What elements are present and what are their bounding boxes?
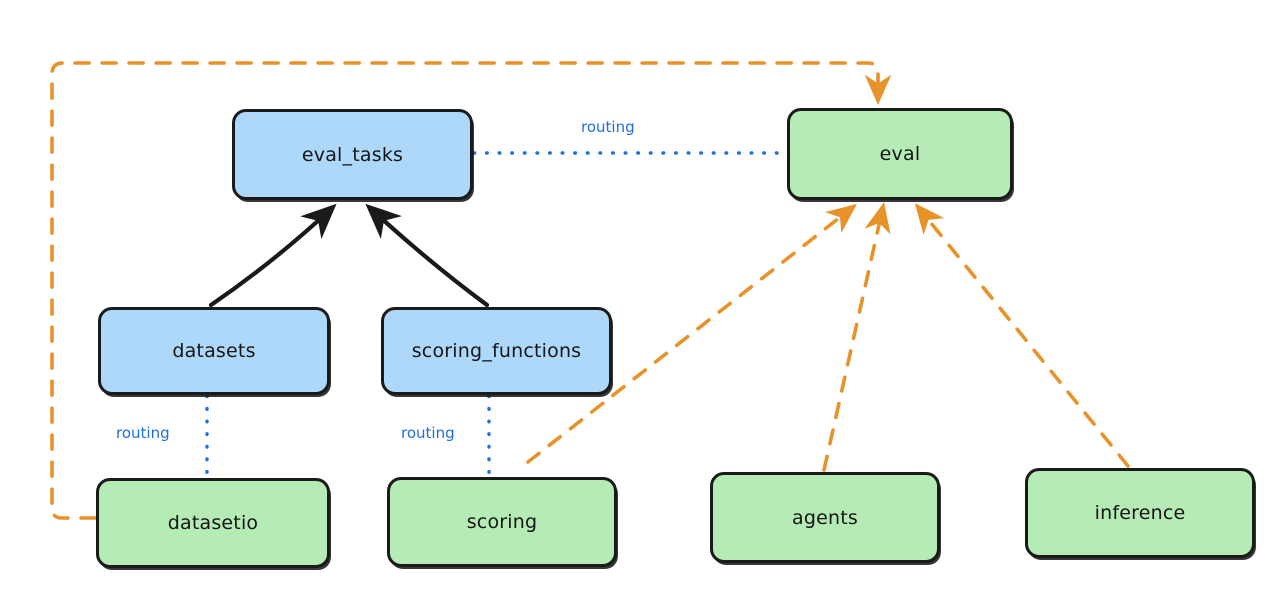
node-eval-tasks[interactable]: eval_tasks — [232, 109, 473, 200]
edge-label-routing-eval-tasks-eval: routing — [578, 118, 638, 136]
node-label-datasets: datasets — [172, 340, 256, 362]
node-label-eval: eval — [879, 143, 921, 165]
node-eval[interactable]: eval — [787, 108, 1013, 200]
edge-inference-to-eval — [914, 203, 1130, 468]
node-scoring-functions[interactable]: scoring_functions — [381, 307, 612, 395]
node-label-inference: inference — [1094, 502, 1186, 524]
node-scoring[interactable]: scoring — [387, 477, 617, 567]
node-datasets[interactable]: datasets — [98, 307, 330, 395]
node-label-scoring: scoring — [466, 511, 538, 533]
node-label-datasetio: datasetio — [167, 512, 259, 534]
node-inference[interactable]: inference — [1025, 468, 1255, 558]
edge-datasets-to-eval-tasks — [208, 203, 337, 308]
node-label-agents: agents — [792, 506, 858, 529]
node-label-scoring-functions: scoring_functions — [411, 340, 582, 362]
edge-label-routing-datasets-datasetio: routing — [113, 424, 173, 442]
node-agents[interactable]: agents — [710, 472, 940, 563]
node-datasetio[interactable]: datasetio — [96, 478, 330, 568]
edge-label-routing-scoring-functions-scoring: routing — [398, 424, 458, 442]
node-label-eval-tasks: eval_tasks — [301, 143, 404, 166]
edge-scoring-functions-to-eval-tasks — [365, 203, 490, 308]
edge-agents-to-eval — [822, 202, 891, 472]
